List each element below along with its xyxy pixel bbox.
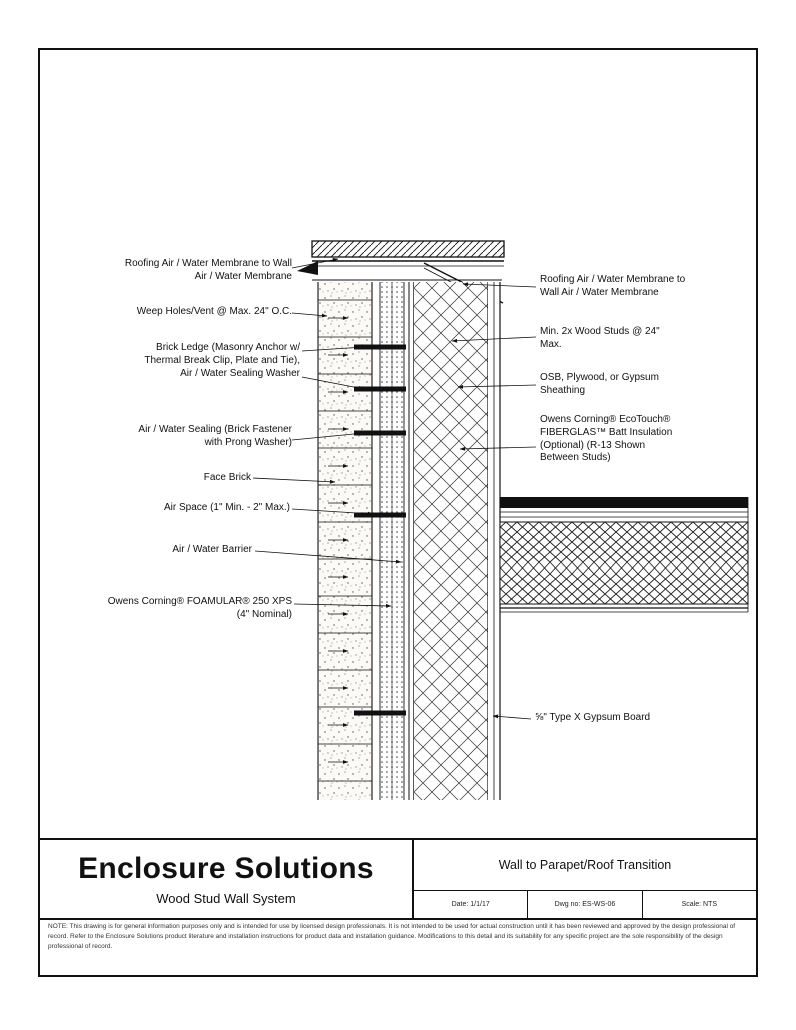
title-block-right-cell: Wall to Parapet/Roof Transition Date: 1/… [414,840,756,918]
annotation-osb-sheathing: OSB, Plywood, or Gypsum Sheathing [540,372,659,396]
sheathing-layer [408,282,415,800]
drip-flashing-icon [297,261,318,275]
interior-gypsum [488,282,501,800]
annotation-face-brick: Face Brick [203,472,251,483]
annotation-air-space: Air Space (1" Min. - 2" Max.) [163,502,290,513]
disclaimer-note: NOTE: This drawing is for general inform… [48,923,736,951]
annotation-air-water-barrier: Air / Water Barrier [172,544,252,555]
date-cell: Date: 1/1/17 [451,901,490,908]
title-block-info-row: Date: 1/1/17 Dwg no: ES-WS-06 Scale: NTS [414,890,756,918]
company-name: Enclosure Solutions [78,852,374,885]
scale-cell: Scale: NTS [641,891,756,918]
title-block-company-cell: Enclosure Solutions Wood Stud Wall Syste… [40,840,414,918]
drawing-title: Wall to Parapet/Roof Transition [498,858,672,872]
annotation-weep-holes: Weep Holes/Vent @ Max. 24" O.C. [136,306,292,317]
roof-membrane [500,497,748,508]
roof-assembly [499,497,749,613]
leader-lines [252,258,537,720]
sheet-border: Enclosure Solutions Wood Stud Wall Syste… [38,48,758,977]
annotation-roofing-membrane-right: Roofing Air / Water Membrane to Wall Air… [540,274,686,298]
brick-tie-arrows [328,316,349,764]
annotation-roofing-membrane-left: Roofing Air / Water Membrane to Wall Air… [124,258,292,282]
annotation-fiberglas-batt: Owens Corning® EcoTouch® FIBERGLAS™ Batt… [540,414,673,464]
annotation-wood-studs: Min. 2x Wood Studs @ 24" Max. [540,326,660,350]
xps-insulation [379,282,405,800]
dwg-number-cell: Dwg no: ES-WS-06 [527,891,641,918]
wall-system-name: Wood Stud Wall System [156,891,296,906]
parapet-coping [297,240,505,308]
annotation-type-x-gypsum: ⅝" Type X Gypsum Board [535,712,651,723]
anchor-fasteners [354,344,406,716]
annotation-foamular-xps: Owens Corning® FOAMULAR® 250 XPS (4" Nom… [107,596,292,620]
annotation-air-water-sealing-fastener: Air / Water Sealing (Brick Fastener with… [138,424,292,448]
title-block: Enclosure Solutions Wood Stud Wall Syste… [40,838,756,920]
stud-cavity-batt [414,282,489,800]
annotation-brick-ledge-anchor: Brick Ledge (Masonry Anchor w/ Thermal B… [144,342,300,379]
roof-batt-insulation [499,521,749,605]
brick-veneer [317,282,373,800]
